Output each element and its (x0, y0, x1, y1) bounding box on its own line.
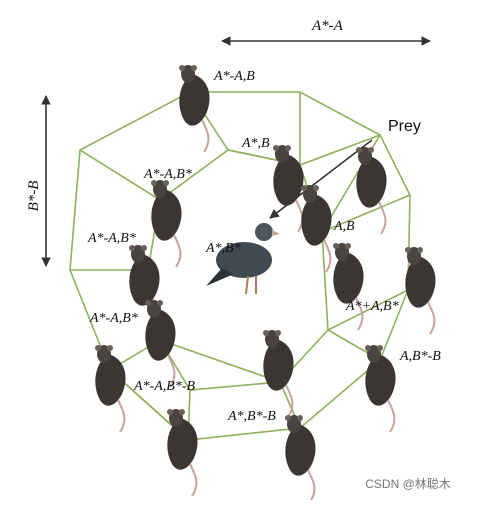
position-label: A*,B*-B (227, 409, 276, 424)
position-label: A*+A,B* (345, 299, 399, 314)
watermark: CSDN @林聪木 (365, 477, 451, 491)
position-label: A,B*-B (399, 349, 441, 364)
rat-icons (94, 64, 437, 503)
rat-icon (332, 242, 365, 331)
position-label: A,B (333, 219, 355, 234)
position-label: A*-A,B*-B (133, 379, 195, 394)
rat-icon (166, 408, 199, 497)
prey-label: Prey (388, 118, 421, 135)
rat-icon (404, 246, 437, 335)
rat-icon (178, 64, 211, 153)
rat-icon (144, 299, 177, 388)
rat-icon (94, 344, 127, 433)
rat-icon (272, 144, 305, 233)
rat-icon (300, 184, 333, 273)
center-label: A*,B* (205, 241, 241, 256)
rat-icon (355, 146, 388, 235)
position-label: A*-A,B* (143, 167, 192, 182)
rat-icon (364, 344, 397, 433)
position-label: A*-A,B* (89, 311, 138, 326)
position-label: A*-A,B (213, 69, 255, 84)
dim-horizontal-label: A*-A (311, 18, 344, 34)
position-label: A*-A,B* (87, 231, 136, 246)
position-label: A*,B (241, 136, 270, 151)
rat-icon (150, 179, 183, 268)
dim-vertical-label: B*-B (26, 181, 42, 212)
pigeon-icon (206, 223, 280, 295)
rat-icon (284, 414, 317, 503)
